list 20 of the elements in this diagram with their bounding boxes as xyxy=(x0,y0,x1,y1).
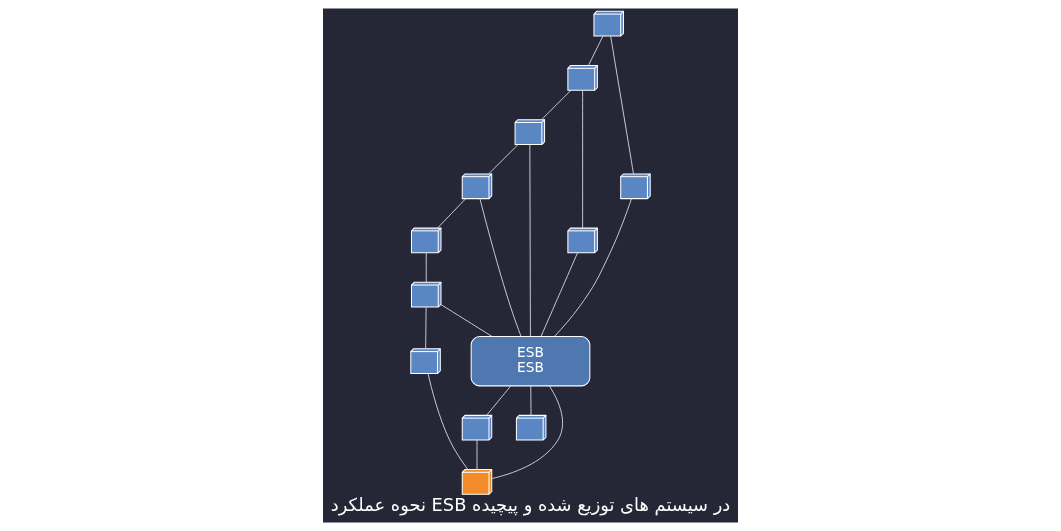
connector xyxy=(529,144,531,337)
node-box: ESB ESB xyxy=(470,336,591,387)
connector xyxy=(582,90,584,229)
connector xyxy=(491,385,564,479)
connector xyxy=(610,35,634,175)
connector xyxy=(476,439,478,470)
connector xyxy=(425,252,427,283)
connector xyxy=(437,198,467,229)
connector xyxy=(541,89,572,121)
connector xyxy=(440,304,493,337)
diagram-title: نحوه عملکرد ESB در سیستم های توزیع شده و پیچیده xyxy=(330,494,731,516)
connector xyxy=(540,252,578,337)
connector xyxy=(530,385,532,416)
connector xyxy=(486,385,512,416)
connector xyxy=(554,198,632,337)
connector xyxy=(488,144,519,175)
connector xyxy=(427,373,469,470)
connector xyxy=(479,198,522,337)
connector xyxy=(587,35,604,66)
connector xyxy=(425,306,427,350)
